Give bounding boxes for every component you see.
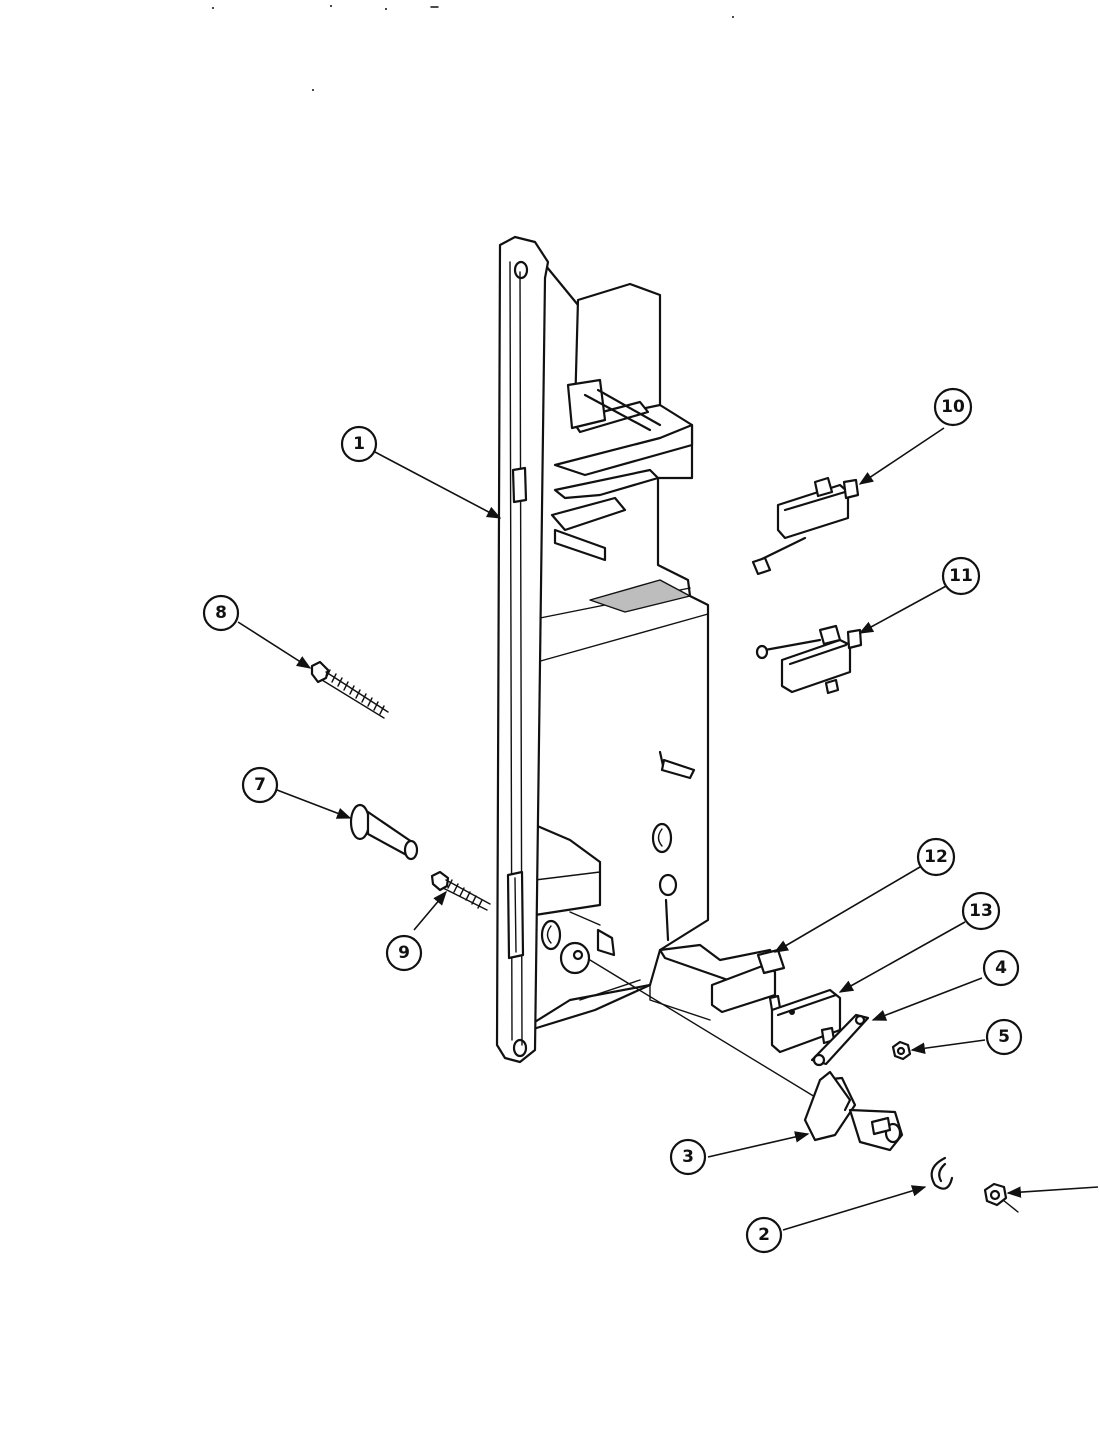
callout-12-label: 12 xyxy=(924,847,948,867)
screw-part-9 xyxy=(430,870,491,911)
callout-2: 2 xyxy=(745,1216,783,1254)
callout-7: 7 xyxy=(241,766,279,804)
leader-lines xyxy=(237,427,1099,1231)
callout-5-label: 5 xyxy=(998,1027,1010,1047)
callout-8-label: 8 xyxy=(215,603,227,623)
callout-1-label: 1 xyxy=(353,434,365,454)
callout-9: 9 xyxy=(385,934,423,972)
cam-part-3 xyxy=(589,959,904,1152)
callout-12: 12 xyxy=(916,837,956,877)
callout-9-label: 9 xyxy=(398,943,410,963)
switch-part-12 xyxy=(658,943,786,1014)
callout-11-label: 11 xyxy=(949,566,973,586)
nut-part-5 xyxy=(891,1040,912,1061)
callout-7-label: 7 xyxy=(254,775,266,795)
callout-4-label: 4 xyxy=(995,958,1007,978)
callout-1: 1 xyxy=(340,425,378,463)
micro-switch-part-10 xyxy=(751,476,860,576)
micro-switch-part-11 xyxy=(755,624,863,695)
clip-part-2 xyxy=(930,1156,954,1190)
callout-10-label: 10 xyxy=(941,397,965,417)
switch-part-13 xyxy=(770,988,842,1054)
callout-2-label: 2 xyxy=(758,1225,770,1245)
callout-13: 13 xyxy=(961,891,1001,931)
pin-part-7 xyxy=(349,803,419,861)
screw-part-8 xyxy=(310,660,389,719)
callout-8: 8 xyxy=(202,594,240,632)
callout-13-label: 13 xyxy=(969,901,993,921)
callout-4: 4 xyxy=(982,949,1020,987)
callout-10: 10 xyxy=(933,387,973,427)
callout-3-label: 3 xyxy=(682,1147,694,1167)
callout-3: 3 xyxy=(669,1138,707,1176)
control-bracket-part xyxy=(495,235,710,1064)
lever-part-4 xyxy=(810,1013,870,1067)
callout-5: 5 xyxy=(985,1018,1023,1056)
scan-specks xyxy=(212,5,734,91)
nut-part-unlabeled xyxy=(983,1182,1019,1213)
callout-11: 11 xyxy=(941,556,981,596)
